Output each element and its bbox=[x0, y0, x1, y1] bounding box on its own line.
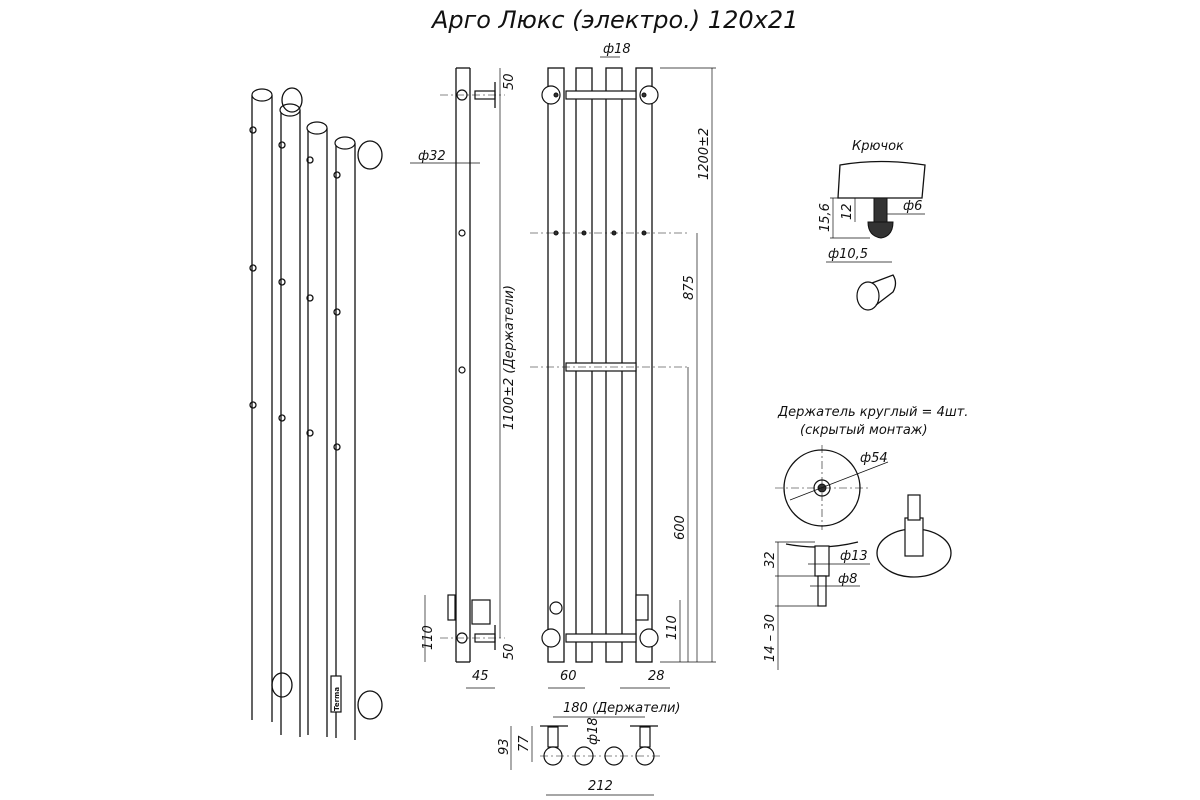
iso-holder-bottom-right bbox=[357, 690, 383, 720]
holder-title-line2: (скрытый монтаж) bbox=[800, 423, 928, 438]
iso-hooks bbox=[249, 126, 341, 451]
hook-height: 15,6 bbox=[818, 203, 833, 232]
dim-top-tube-diameter: ф18 bbox=[586, 717, 601, 745]
holder-detail: Держатель круглый = 4шт. (скрытый монтаж… bbox=[763, 405, 968, 670]
dim-depth-total: 93 bbox=[497, 738, 512, 755]
iso-tube-2 bbox=[279, 103, 301, 737]
iso-tube-1 bbox=[251, 88, 273, 722]
dim-bottom-height-side: 110 bbox=[421, 625, 436, 650]
hook-title: Крючок bbox=[852, 139, 904, 154]
dim-width-total: 212 bbox=[588, 779, 613, 794]
dim-depth: 45 bbox=[472, 669, 489, 684]
hook-head-diameter: ф10,5 bbox=[828, 247, 868, 262]
dim-bottom-height-right: 110 bbox=[665, 615, 680, 640]
holder-wall-range: 14 – 30 bbox=[763, 614, 778, 662]
iso-control-box bbox=[330, 675, 342, 713]
iso-holder-top-left bbox=[281, 87, 303, 113]
holder-plate-diameter: ф54 bbox=[860, 451, 888, 466]
dim-holders-width: 180 (Держатели) bbox=[563, 701, 681, 716]
iso-tube-4 bbox=[334, 136, 356, 740]
dim-bottom-offset: 50 bbox=[502, 643, 517, 660]
holder-pin-diameter: ф8 bbox=[838, 572, 857, 587]
hook-iso-head bbox=[856, 281, 880, 311]
hook-stem-diameter: ф6 bbox=[903, 199, 922, 214]
front-view: ф18 1200±2 875 600 110 60 28 bbox=[530, 42, 716, 689]
dim-spacing: 60 bbox=[560, 669, 577, 684]
dim-holder-diameter: ф32 bbox=[418, 149, 446, 164]
iso-control-box-label: Terma bbox=[333, 687, 341, 711]
dim-depth-axis: 77 bbox=[517, 735, 532, 752]
hook-stem-height: 12 bbox=[840, 203, 855, 220]
top-view: 180 (Держатели) 93 77 ф18 212 bbox=[497, 701, 681, 796]
dim-hook-height-600: 600 bbox=[673, 515, 688, 540]
dim-holders-distance: 1100±2 (Держатели) bbox=[502, 285, 517, 430]
holder-height: 32 bbox=[763, 551, 778, 568]
dim-hook-height-875: 875 bbox=[682, 275, 697, 300]
dim-tube-diameter: ф18 bbox=[603, 42, 631, 57]
iso-holder-bottom-left bbox=[271, 672, 293, 698]
hook-detail: Крючок 15,6 12 ф6 ф10,5 bbox=[818, 139, 926, 311]
dim-height-total: 1200±2 bbox=[697, 128, 712, 180]
holder-title-line1: Держатель круглый = 4шт. bbox=[777, 405, 968, 420]
dim-top-offset: 50 bbox=[502, 73, 517, 90]
iso-holder-top-right bbox=[357, 140, 383, 170]
dim-edge-offset: 28 bbox=[648, 669, 665, 684]
holder-sleeve-diameter: ф13 bbox=[840, 549, 868, 564]
isometric-view: Terma bbox=[249, 87, 383, 740]
drawing-title: Арго Люкс (электро.) 120x21 bbox=[430, 6, 798, 34]
side-view: ф32 50 1100±2 (Держатели) 50 110 45 bbox=[410, 67, 517, 689]
